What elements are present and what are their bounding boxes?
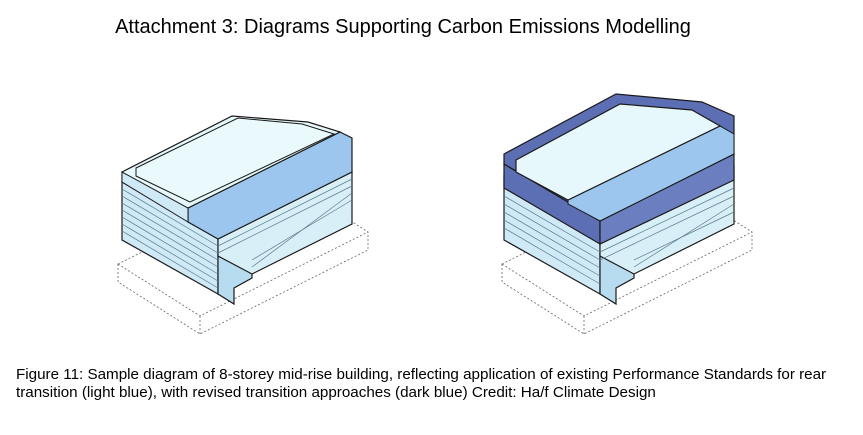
roof-upper [135,117,336,203]
storey-lines-left [121,188,219,289]
building-diagram-existing [117,115,369,335]
storey-lines-right [217,178,353,268]
storey-lines-left [503,195,601,285]
roof-lower-rim [121,171,189,223]
roof [515,103,722,201]
storey-lines-right [599,187,735,268]
document-title: Attachment 3: Diagrams Supporting Carbon… [115,16,691,38]
figure-caption: Figure 11: Sample diagram of 8-storey mi… [16,366,827,401]
building-diagram-revised [501,93,753,335]
